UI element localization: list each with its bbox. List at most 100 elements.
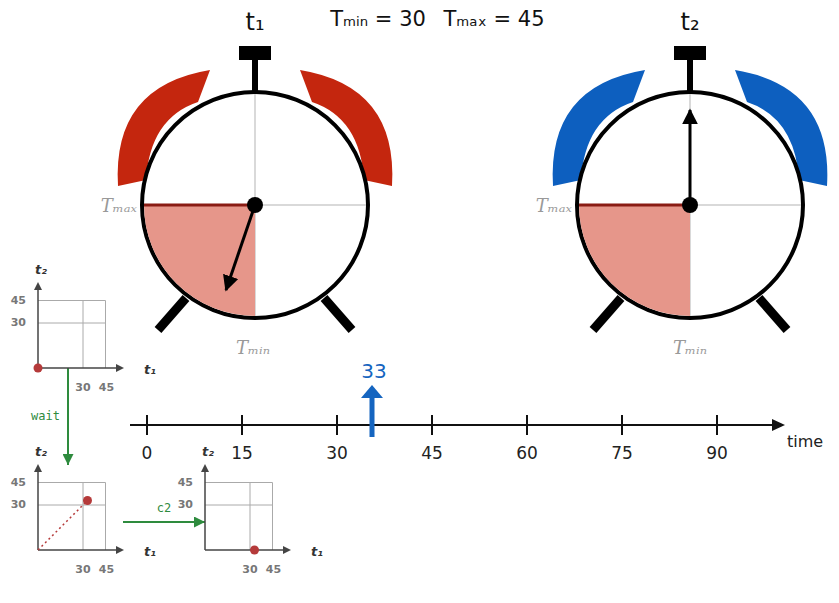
axis-arrowhead	[34, 282, 42, 290]
tick-label: 45	[11, 294, 26, 306]
state-plot: t₂45303045t₁	[38, 465, 123, 550]
clock-face	[577, 92, 803, 318]
bound-label: Tₘᵢₙ	[236, 338, 270, 358]
tick-mark	[336, 415, 338, 435]
bound-label: Tₘₐₓ	[101, 196, 137, 216]
time-axis	[130, 424, 774, 426]
interval-sector	[579, 205, 690, 316]
plot-axes	[38, 283, 123, 368]
transition-arrow	[123, 521, 205, 523]
clock-center	[247, 197, 263, 213]
grid-line	[105, 483, 106, 551]
grid-line	[38, 505, 106, 506]
y-axis	[37, 289, 39, 368]
time-marker-head	[361, 385, 383, 398]
transition-arrow	[67, 368, 69, 465]
axis-arrowhead	[772, 419, 785, 431]
clock-leg	[593, 298, 621, 330]
axis-label: t₁	[144, 545, 156, 559]
tick-label: 90	[706, 444, 728, 463]
axis-label: time	[787, 433, 823, 451]
y-axis	[204, 471, 206, 550]
tick-label: 45	[421, 444, 443, 463]
plot-axes	[205, 465, 290, 550]
tick-label: 15	[231, 444, 253, 463]
tick-label: 45	[266, 564, 281, 576]
axis-arrowhead	[116, 546, 124, 554]
clock-knob	[239, 46, 271, 60]
timeline	[130, 385, 785, 437]
clock-leg	[158, 298, 186, 330]
grid-line	[38, 300, 106, 301]
clock-trail	[38, 501, 88, 551]
tick-label: 60	[516, 444, 538, 463]
tick-mark	[146, 415, 148, 435]
tick-label: 45	[178, 476, 193, 488]
clock-leg	[324, 298, 352, 330]
x-axis	[38, 549, 118, 551]
grid-line	[83, 301, 84, 369]
clock-hand	[689, 110, 692, 205]
state-dot	[34, 364, 43, 373]
grid-line	[38, 482, 106, 483]
clock-hand	[226, 205, 255, 290]
clock-knob	[674, 46, 706, 60]
bound-label: Tₘₐₓ	[536, 196, 572, 216]
parameter-text: Tₘₐₓ = 45	[443, 8, 544, 31]
clock-center	[682, 197, 698, 213]
y-axis	[37, 471, 39, 550]
grid-line	[205, 482, 273, 483]
transition-label: wait	[30, 410, 61, 423]
parameter-text: Tₘᵢₙ = 30	[330, 8, 426, 31]
grid-line	[272, 483, 273, 551]
axis-arrowhead	[283, 546, 291, 554]
alarm-clock	[118, 46, 393, 330]
clock-face	[142, 92, 368, 318]
bound-label: Tₘᵢₙ	[673, 338, 707, 358]
clock-leg	[759, 298, 787, 330]
clock-name: t₂	[680, 9, 699, 35]
plot-axes	[38, 465, 123, 550]
tick-label: 0	[142, 444, 153, 463]
max-line	[144, 204, 255, 207]
max-line	[579, 204, 690, 207]
tick-mark	[431, 415, 433, 435]
axis-label: t₁	[311, 545, 323, 559]
clock-name: t₁	[245, 9, 264, 35]
time-value: 33	[361, 360, 386, 382]
axis-label: t₁	[144, 363, 156, 377]
tick-label: 45	[99, 564, 114, 576]
axis-arrowhead	[116, 364, 124, 372]
state-plot: t₂45303045t₁	[38, 283, 123, 368]
grid-line	[83, 483, 84, 551]
axis-label: t₂	[35, 263, 47, 277]
grid-line	[105, 301, 106, 369]
alarm-clock	[553, 46, 828, 330]
tick-label: 45	[99, 382, 114, 394]
grid-line	[38, 323, 106, 324]
state-plot: t₂45303045t₁	[205, 465, 290, 550]
tick-label: 30	[11, 499, 26, 511]
axis-arrowhead	[34, 464, 42, 472]
tick-label: 45	[11, 476, 26, 488]
state-dot	[250, 546, 259, 555]
tick-label: 30	[11, 317, 26, 329]
tick-mark	[716, 415, 718, 435]
tick-label: 30	[178, 499, 193, 511]
interval-sector	[144, 205, 255, 316]
tick-label: 30	[75, 382, 90, 394]
tick-label: 30	[242, 564, 257, 576]
x-axis	[205, 549, 285, 551]
grid-line	[250, 483, 251, 551]
axis-label: t₂	[202, 445, 214, 459]
tick-mark	[526, 415, 528, 435]
transition-label: c2	[156, 502, 172, 515]
clock-stem	[687, 58, 693, 94]
clock-stem	[252, 58, 258, 94]
axis-label: t₂	[35, 445, 47, 459]
grid-line	[205, 505, 273, 506]
tick-mark	[241, 415, 243, 435]
tick-label: 30	[75, 564, 90, 576]
